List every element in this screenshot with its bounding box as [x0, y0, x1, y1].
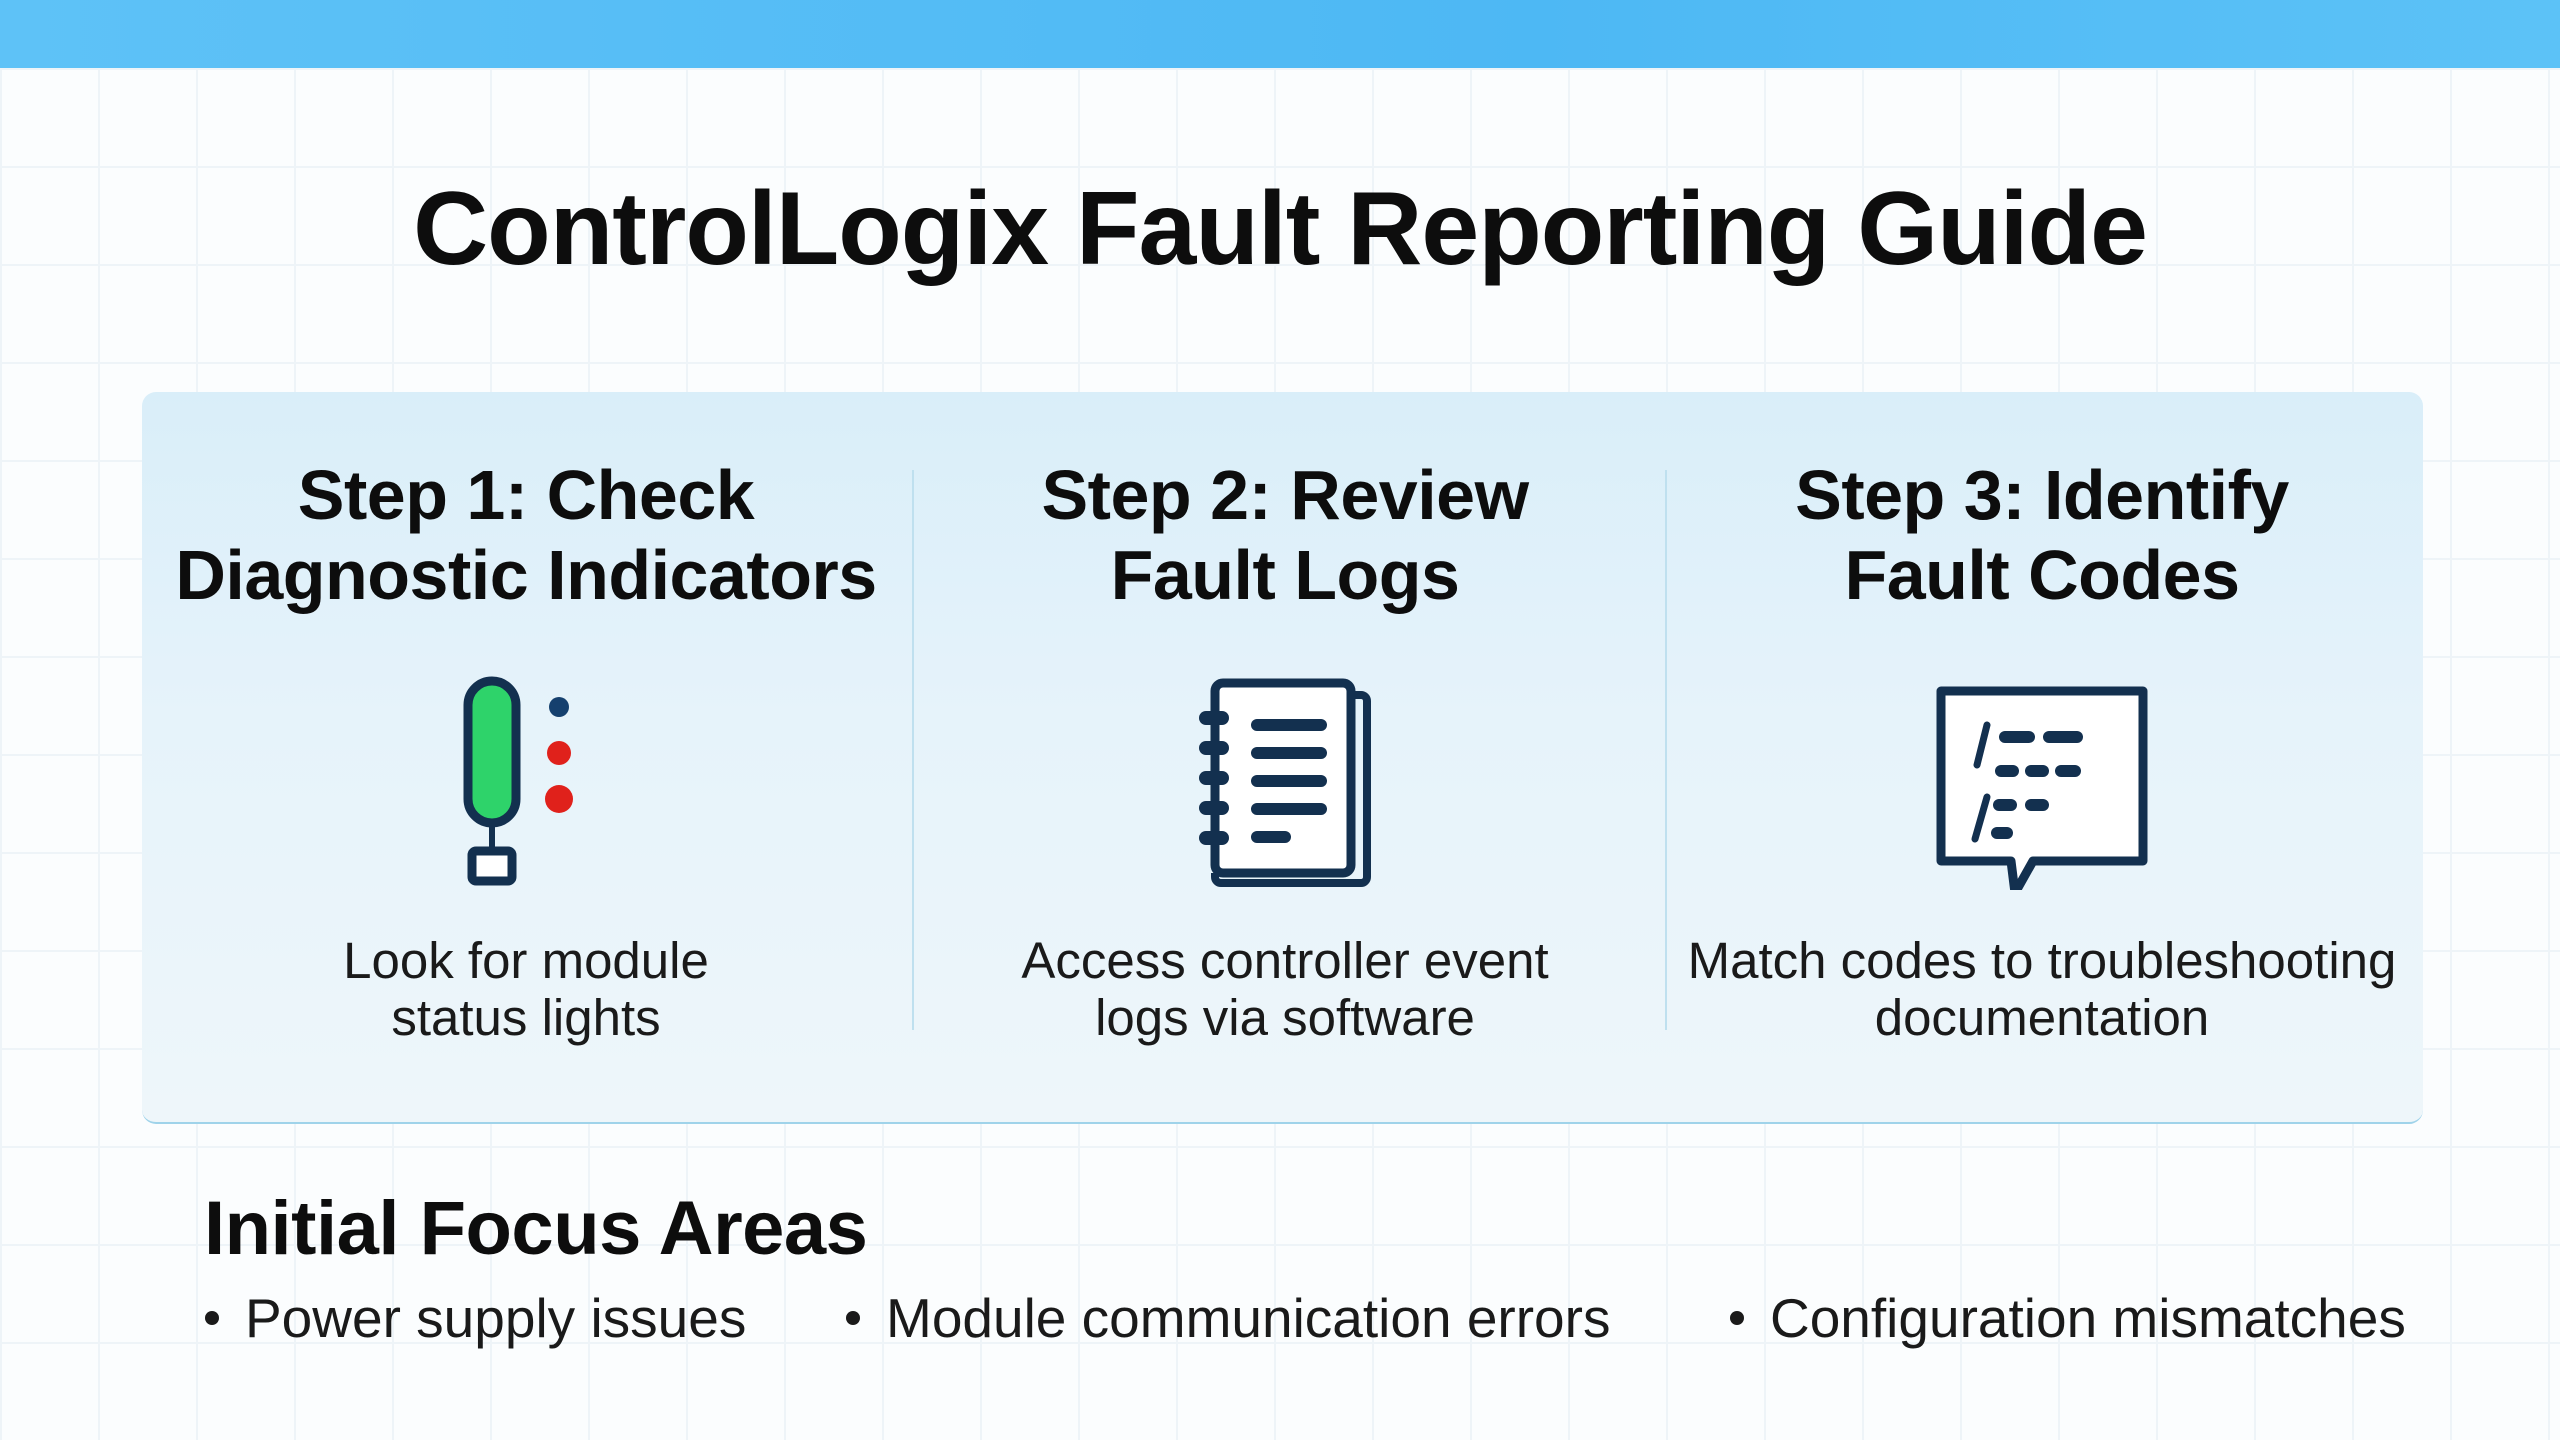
code-message-icon	[1936, 686, 2148, 890]
notebook-log-icon	[1199, 678, 1371, 887]
focus-item: Power supply issues	[205, 1286, 746, 1350]
bullet-icon	[1730, 1311, 1744, 1326]
focus-item: Module communication errors	[846, 1286, 1610, 1350]
bullet-icon	[846, 1311, 860, 1326]
status-indicator-icon	[463, 676, 573, 886]
column-divider	[912, 470, 914, 1030]
bullet-icon	[205, 1311, 219, 1326]
focus-item: Configuration mismatches	[1730, 1286, 2406, 1350]
top-accent-bar	[0, 0, 2560, 68]
page-title: ControlLogix Fault Reporting Guide	[413, 171, 2148, 287]
focus-areas-title: Initial Focus Areas	[204, 1186, 868, 1271]
column-divider	[1665, 470, 1667, 1030]
